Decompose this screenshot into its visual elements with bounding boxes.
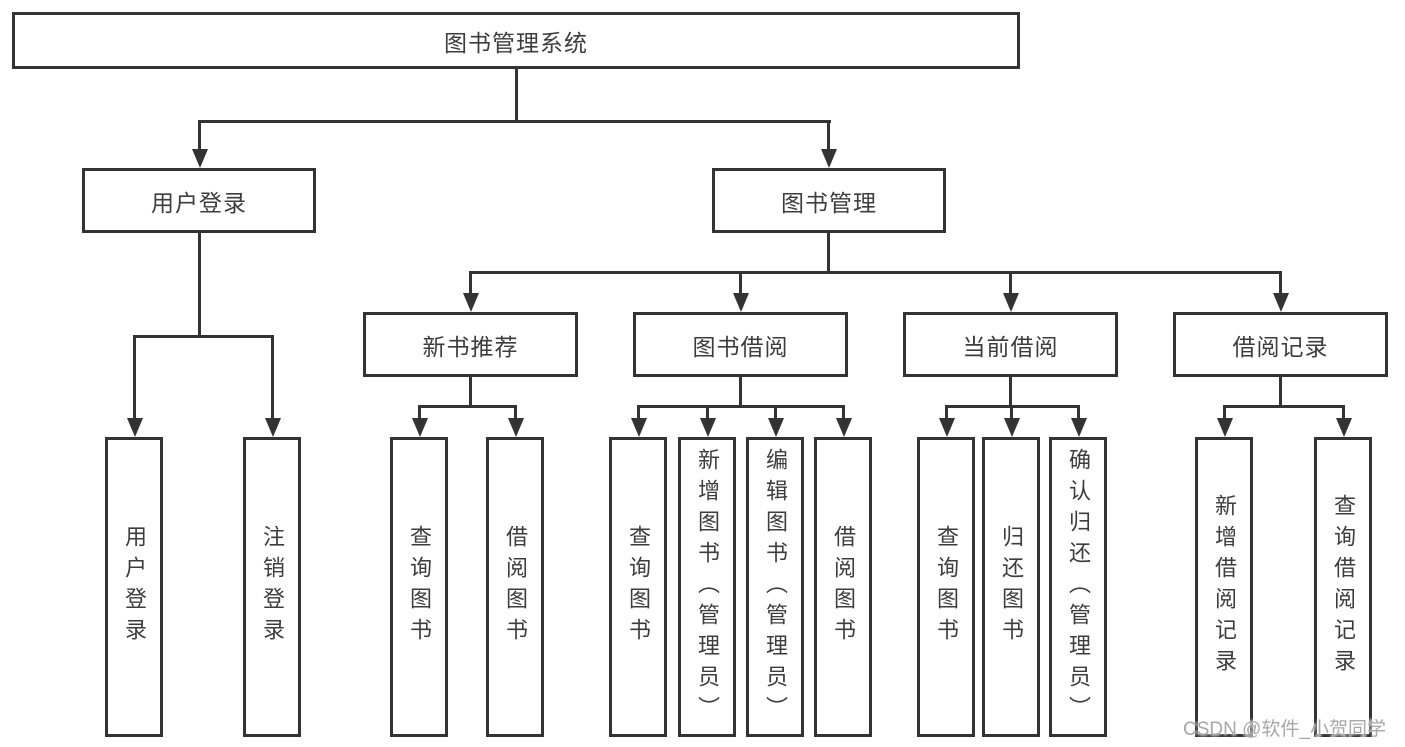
leaf-query-borrow-record: 查询借阅记录 bbox=[1314, 437, 1372, 737]
node-book-borrowing: 图书借阅 bbox=[633, 312, 848, 377]
connector-hline bbox=[133, 335, 274, 338]
arrow-down bbox=[1002, 271, 1019, 312]
arrow-down bbox=[411, 405, 428, 437]
connector-vline bbox=[827, 233, 830, 274]
arrow-down bbox=[462, 271, 479, 312]
node-new-book-recommendation: 新书推荐 bbox=[363, 312, 578, 377]
arrow-down bbox=[820, 120, 837, 168]
leaf-query-books-current: 查询图书 bbox=[917, 437, 975, 737]
leaf-borrow-books-borrowing: 借阅图书 bbox=[814, 437, 872, 737]
connector-vline bbox=[198, 233, 201, 338]
leaf-user-login: 用户登录 bbox=[105, 437, 163, 737]
arrow-down bbox=[699, 405, 716, 437]
arrow-down bbox=[767, 405, 784, 437]
node-current-borrowing: 当前借阅 bbox=[903, 312, 1118, 377]
connector-vline bbox=[1279, 377, 1282, 408]
watermark: CSDN @软件_小贺同学 bbox=[1183, 719, 1386, 740]
leaf-query-books-borrowing: 查询图书 bbox=[609, 437, 667, 737]
node-library-management-system: 图书管理系统 bbox=[12, 12, 1020, 69]
connector-hline bbox=[469, 271, 1282, 274]
arrow-down bbox=[1335, 405, 1352, 437]
arrow-down bbox=[507, 405, 524, 437]
arrow-down bbox=[938, 405, 955, 437]
arrow-down bbox=[1070, 405, 1087, 437]
arrow-down bbox=[1272, 271, 1289, 312]
leaf-query-books-recommend: 查询图书 bbox=[390, 437, 448, 737]
arrow-down bbox=[630, 405, 647, 437]
connector-vline bbox=[469, 377, 472, 408]
connector-hline bbox=[637, 405, 845, 408]
leaf-borrow-books-recommend: 借阅图书 bbox=[486, 437, 544, 737]
node-user-login: 用户登录 bbox=[82, 168, 316, 233]
leaf-return-book: 归还图书 bbox=[982, 437, 1040, 737]
connector-vline bbox=[515, 68, 518, 123]
arrow-down bbox=[732, 271, 749, 312]
connector-vline bbox=[739, 377, 742, 408]
leaf-confirm-return-admin: 确认归还（管理员） bbox=[1049, 437, 1107, 737]
arrow-down bbox=[835, 405, 852, 437]
arrow-down bbox=[1003, 405, 1020, 437]
connector-vline bbox=[1009, 377, 1012, 408]
connector-hline bbox=[418, 405, 517, 408]
arrow-down bbox=[191, 120, 208, 168]
leaf-edit-book-admin: 编辑图书（管理员） bbox=[746, 437, 804, 737]
arrow-down bbox=[126, 335, 143, 437]
connector-hline bbox=[198, 120, 831, 123]
arrow-down bbox=[264, 335, 281, 437]
node-borrowing-records: 借阅记录 bbox=[1173, 312, 1388, 377]
leaf-add-book-admin: 新增图书（管理员） bbox=[678, 437, 736, 737]
arrow-down bbox=[1216, 405, 1233, 437]
leaf-logout: 注销登录 bbox=[243, 437, 301, 737]
node-book-management: 图书管理 bbox=[712, 168, 946, 233]
connector-hline bbox=[1223, 405, 1345, 408]
leaf-add-borrow-record: 新增借阅记录 bbox=[1195, 437, 1253, 737]
